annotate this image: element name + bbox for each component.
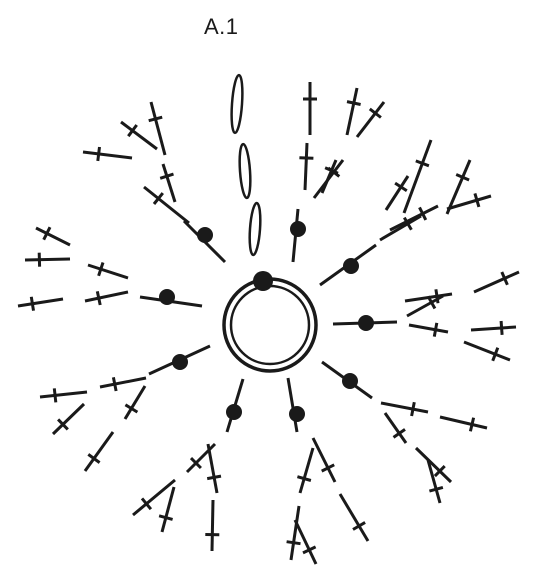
stitch-crossbar — [286, 540, 301, 546]
chain-stitch — [248, 201, 262, 257]
stitch-stem — [338, 493, 370, 542]
stitch-stem — [160, 486, 176, 533]
stitch-stem — [384, 175, 410, 211]
stitch-stem — [312, 159, 345, 199]
stitch-stem — [345, 87, 359, 136]
chart-title: A.1 — [204, 14, 239, 39]
stitch-stem — [380, 401, 429, 414]
stitch-crossbar — [206, 474, 222, 481]
stitch-crossbar — [299, 156, 314, 160]
stitch-stem — [402, 139, 433, 214]
stitch-crossbar — [124, 403, 139, 414]
stitch-crossbar — [321, 463, 335, 473]
stitch-stem — [143, 185, 190, 225]
stitch-stem — [463, 340, 511, 362]
stitch-crossbar — [432, 322, 439, 337]
stitch-stem — [445, 159, 472, 215]
stitch-crossbar — [158, 514, 173, 521]
stitch-crossbar — [52, 388, 58, 403]
stitch-crossbar — [434, 289, 440, 304]
stitch-crossbar — [368, 107, 382, 119]
stitch-symbols — [17, 82, 520, 565]
stitch-crossbar — [410, 401, 416, 417]
stitch-stem — [99, 376, 147, 389]
stitch-crossbar — [394, 181, 408, 192]
stitch-crossbar — [148, 115, 163, 123]
stitch-stem — [84, 290, 129, 303]
stitch-stem — [446, 194, 492, 211]
stitch-stem — [355, 101, 386, 138]
stitch-stem — [51, 402, 86, 436]
stitch-stem — [39, 390, 88, 399]
stitch-crossbar — [29, 296, 35, 311]
stitch-stem — [426, 459, 442, 504]
magic-ring — [222, 277, 318, 373]
stitch-crossbar — [426, 295, 437, 310]
stitch-stem — [389, 204, 439, 232]
stitch-crossbar — [159, 172, 174, 180]
stitch-stem — [379, 214, 422, 242]
stitch-crossbar — [500, 271, 509, 286]
stitch-stem — [149, 101, 167, 156]
stitch-crossbar — [296, 475, 312, 482]
stitch-crossbar — [455, 173, 470, 182]
stitch-stem — [210, 499, 215, 552]
stitch-stem — [293, 519, 318, 565]
stitch-crossbar — [111, 377, 118, 392]
stitch-crossbar — [302, 545, 317, 555]
stitch-crossbar — [96, 146, 101, 162]
stitch-crossbar — [97, 262, 105, 277]
stitch-stem — [414, 446, 453, 484]
stitch-stem — [83, 431, 115, 472]
stitch-crossbar — [429, 485, 444, 493]
stitch-stem — [298, 447, 315, 494]
stitch-crossbar — [415, 159, 430, 168]
stitch-stem — [120, 120, 158, 151]
stitch-stem — [206, 443, 219, 494]
stitch-stem — [473, 270, 520, 294]
stitch-stem — [311, 437, 337, 483]
stitch-stem — [87, 263, 129, 280]
stitch-stem — [35, 226, 71, 247]
stitch-crossbar — [352, 521, 366, 531]
chain-stitch — [230, 73, 244, 135]
stitch-stem — [408, 323, 449, 334]
stitch-crossbar — [87, 453, 101, 464]
round-1-dots — [139, 208, 398, 433]
stitch-crossbar — [346, 100, 361, 106]
stitch-crossbar — [57, 418, 69, 431]
stitch-crossbar — [327, 166, 341, 178]
stitch-crossbar — [499, 320, 504, 336]
stitch-stem — [439, 415, 488, 430]
stitch-crossbar — [473, 192, 481, 208]
stitch-crossbar — [95, 290, 102, 306]
stitch-stem — [406, 294, 444, 318]
stitch-stem — [470, 325, 517, 332]
stitch-crossbar — [433, 465, 446, 478]
stitch-stem — [82, 150, 133, 160]
stitch-stem — [24, 257, 71, 262]
stitch-crossbar — [468, 417, 476, 432]
stitch-crossbar — [392, 428, 406, 439]
chain-stitch — [238, 142, 252, 200]
stitch-stem — [383, 412, 408, 444]
stitch-stem — [132, 478, 176, 517]
stitch-crossbar — [189, 457, 202, 470]
stitch-crossbar — [491, 347, 500, 362]
stitch-stem — [289, 505, 301, 561]
stitch-stem — [17, 297, 64, 308]
stitch-stem — [161, 163, 177, 203]
beginning-dot — [253, 271, 273, 291]
stitch-crossbar — [140, 497, 153, 511]
starting-chain — [230, 73, 262, 257]
stitch-crossbar — [127, 124, 138, 138]
stitch-stem — [123, 385, 147, 420]
stitch-crossbar — [152, 192, 164, 205]
stitch-crossbar — [403, 216, 413, 231]
stitch-stem — [303, 142, 309, 191]
stitch-crossbar — [418, 206, 428, 221]
stitch-crossbar — [42, 226, 52, 241]
